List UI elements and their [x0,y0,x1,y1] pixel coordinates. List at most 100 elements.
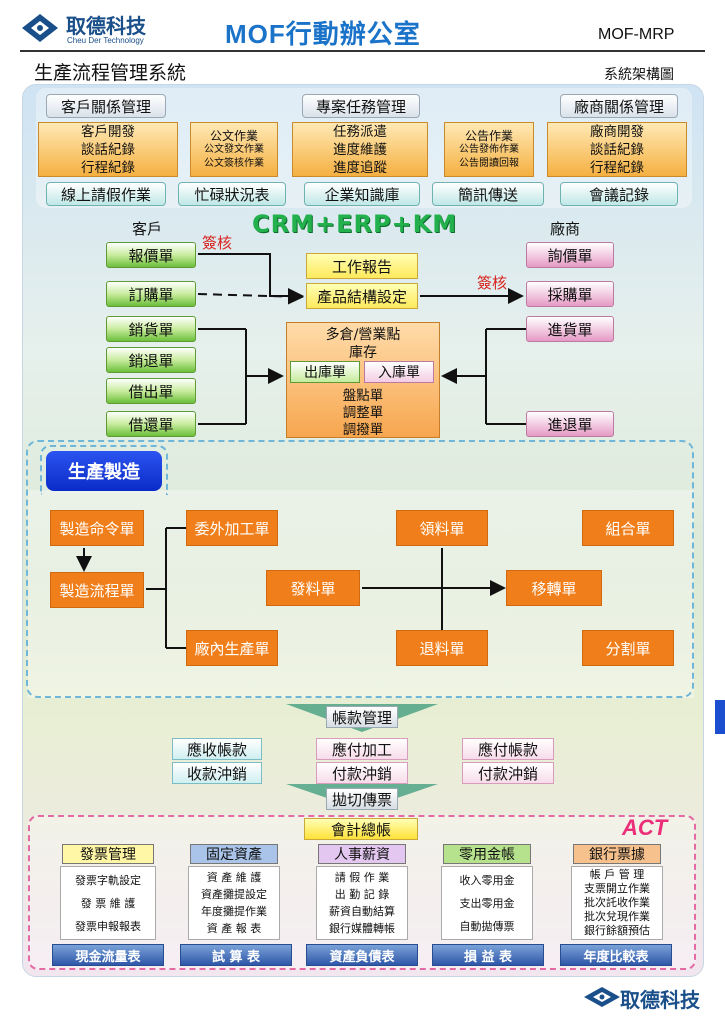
accounts-payable-button[interactable]: 應付帳款 [462,738,554,760]
purchase-order-vendor-button[interactable]: 採購單 [526,281,614,307]
list-item[interactable]: 支票開立作業 [584,882,650,895]
item-line: 進度維護 [333,141,387,158]
item-line: 廠商開發 [590,123,644,140]
lend-out-button[interactable]: 借出單 [106,378,196,404]
list-item[interactable]: 批次兌現作業 [584,910,650,923]
list-item[interactable]: 銀行餘額預估 [584,924,650,937]
production-border [26,440,694,698]
list-item[interactable]: 資產攤提設定 [201,888,267,901]
side-scroll-tab[interactable] [715,700,725,734]
bank-notes-list: 帳 戶 管 理 支票開立作業 批次託收作業 批次兌現作業 銀行餘額預估 [571,866,663,940]
petty-cash-list: 收入零用金 支出零用金 自動拋傳票 [441,866,533,940]
quotation-button[interactable]: 報價單 [106,242,196,268]
item-line: 公文簽核作業 [204,157,264,169]
stock-count-link[interactable]: 盤點單 [342,387,384,404]
list-item[interactable]: 帳 戶 管 理 [589,868,645,881]
material-issue-button[interactable]: 發料單 [266,570,360,606]
list-item[interactable]: 支出零用金 [459,896,515,910]
item-line: 公文作業 [209,128,258,143]
footer-logo-icon [584,987,620,1007]
list-item[interactable]: 發 票 維 護 [80,896,136,910]
crm-item-documents: 公文作業 公文發文作業 公文簽核作業 [190,122,278,177]
voucher-transfer-label: 拋切傳票 [326,788,398,810]
sms-button[interactable]: 簡訊傳送 [432,182,544,206]
list-item[interactable]: 請 假 作 業 [334,871,390,884]
act-label: ACT [622,815,668,840]
report-cash-flow[interactable]: 現金流量表 [52,944,164,966]
transfer-order-button[interactable]: 移轉單 [506,570,602,606]
item-line: 行程紀錄 [81,159,135,176]
purchase-return-button[interactable]: 進退單 [526,411,614,437]
payable-processing-button[interactable]: 應付加工 [316,738,408,760]
busy-status-button[interactable]: 忙碌狀況表 [178,182,286,206]
list-item[interactable]: 薪資自動結算 [329,905,395,918]
stock-in-button[interactable]: 入庫單 [364,361,434,383]
receipt-offset-button[interactable]: 收款沖銷 [172,762,262,784]
product-code: MOF-MRP [598,26,675,43]
item-line: 行程紀錄 [590,159,644,176]
list-item[interactable]: 年度攤提作業 [201,905,267,918]
work-report-button[interactable]: 工作報告 [306,253,418,279]
list-item[interactable]: 發票字軌設定 [75,873,141,887]
purchase-order-customer-button[interactable]: 訂購單 [106,281,196,307]
report-balance-sheet[interactable]: 資產負債表 [306,944,418,966]
inventory-subtitle: 庫存 [349,345,377,361]
list-item[interactable]: 資 產 維 護 [206,871,262,884]
list-item[interactable]: 收入零用金 [459,873,515,887]
category-invoice[interactable]: 發票管理 [62,844,154,864]
category-fixed-assets[interactable]: 固定資產 [190,844,278,864]
report-trial-balance[interactable]: 試 算 表 [180,944,292,966]
sales-return-button[interactable]: 銷退單 [106,347,196,373]
item-line: 公告發佈作業 [459,143,519,155]
general-ledger-title: 會計總帳 [304,818,418,840]
category-hr-payroll[interactable]: 人事薪資 [318,844,406,864]
list-item[interactable]: 出 勤 記 錄 [334,888,390,901]
material-requisition-button[interactable]: 領料單 [396,510,488,546]
list-item[interactable]: 發票申報報表 [75,919,141,933]
list-item[interactable]: 銀行媒體轉帳 [329,922,395,935]
header-vendor-relations: 廠商關係管理 [560,94,678,118]
report-yearly-comparison[interactable]: 年度比較表 [560,944,672,966]
product-structure-button[interactable]: 產品結構設定 [306,283,418,309]
leave-request-button[interactable]: 線上請假作業 [46,182,166,206]
manufacturing-process-button[interactable]: 製造流程單 [50,572,144,608]
crm-item-vendor: 廠商開發 談話紀錄 行程紀錄 [547,122,687,177]
stock-transfer-link[interactable]: 調撥單 [342,421,384,438]
material-return-button[interactable]: 退料單 [396,630,488,666]
inquiry-button[interactable]: 詢價單 [526,242,614,268]
category-petty-cash[interactable]: 零用金帳 [443,844,531,864]
production-tab-border [40,445,168,495]
payment-offset-processing-button[interactable]: 付款沖銷 [316,762,408,784]
goods-receipt-button[interactable]: 進貨單 [526,316,614,342]
stock-out-button[interactable]: 出庫單 [290,361,360,383]
item-line: 進度追蹤 [333,159,387,176]
list-item[interactable]: 批次託收作業 [584,896,650,909]
crm-item-tasks: 任務派遣 進度維護 進度追蹤 [292,122,428,177]
payment-offset-button[interactable]: 付款沖銷 [462,762,554,784]
list-item[interactable]: 自動拋傳票 [459,919,515,933]
manufacturing-order-button[interactable]: 製造命令單 [50,510,144,546]
category-bank-notes[interactable]: 銀行票據 [573,844,661,864]
meeting-notes-button[interactable]: 會議記錄 [560,182,678,206]
knowledge-base-button[interactable]: 企業知識庫 [304,182,420,206]
split-order-button[interactable]: 分割單 [582,630,674,666]
accounts-receivable-button[interactable]: 應收帳款 [172,738,262,760]
list-item[interactable]: 資 產 報 表 [206,922,262,935]
item-line: 談話紀錄 [81,141,135,158]
crm-item-announcements: 公告作業 公告發佈作業 公告閱讀回報 [444,122,534,177]
customer-label: 客戶 [132,220,163,238]
item-line: 公告作業 [464,128,513,143]
crm-item-customer: 客戶開發 談話紀錄 行程紀錄 [38,122,178,177]
stock-adjust-link[interactable]: 調整單 [342,404,384,421]
item-line: 談話紀錄 [590,141,644,158]
invoice-list: 發票字軌設定 發 票 維 護 發票申報報表 [60,866,156,940]
in-house-production-button[interactable]: 廠內生產單 [186,630,278,666]
assembly-order-button[interactable]: 組合單 [582,510,674,546]
sales-order-button[interactable]: 銷貨單 [106,316,196,342]
inventory-title: 多倉/營業點 [325,327,401,343]
lend-return-button[interactable]: 借還單 [106,411,196,437]
company-logo-icon [22,14,58,42]
item-line: 公文發文作業 [204,143,264,155]
outsourcing-order-button[interactable]: 委外加工單 [186,510,278,546]
report-income-statement[interactable]: 損 益 表 [432,944,544,966]
